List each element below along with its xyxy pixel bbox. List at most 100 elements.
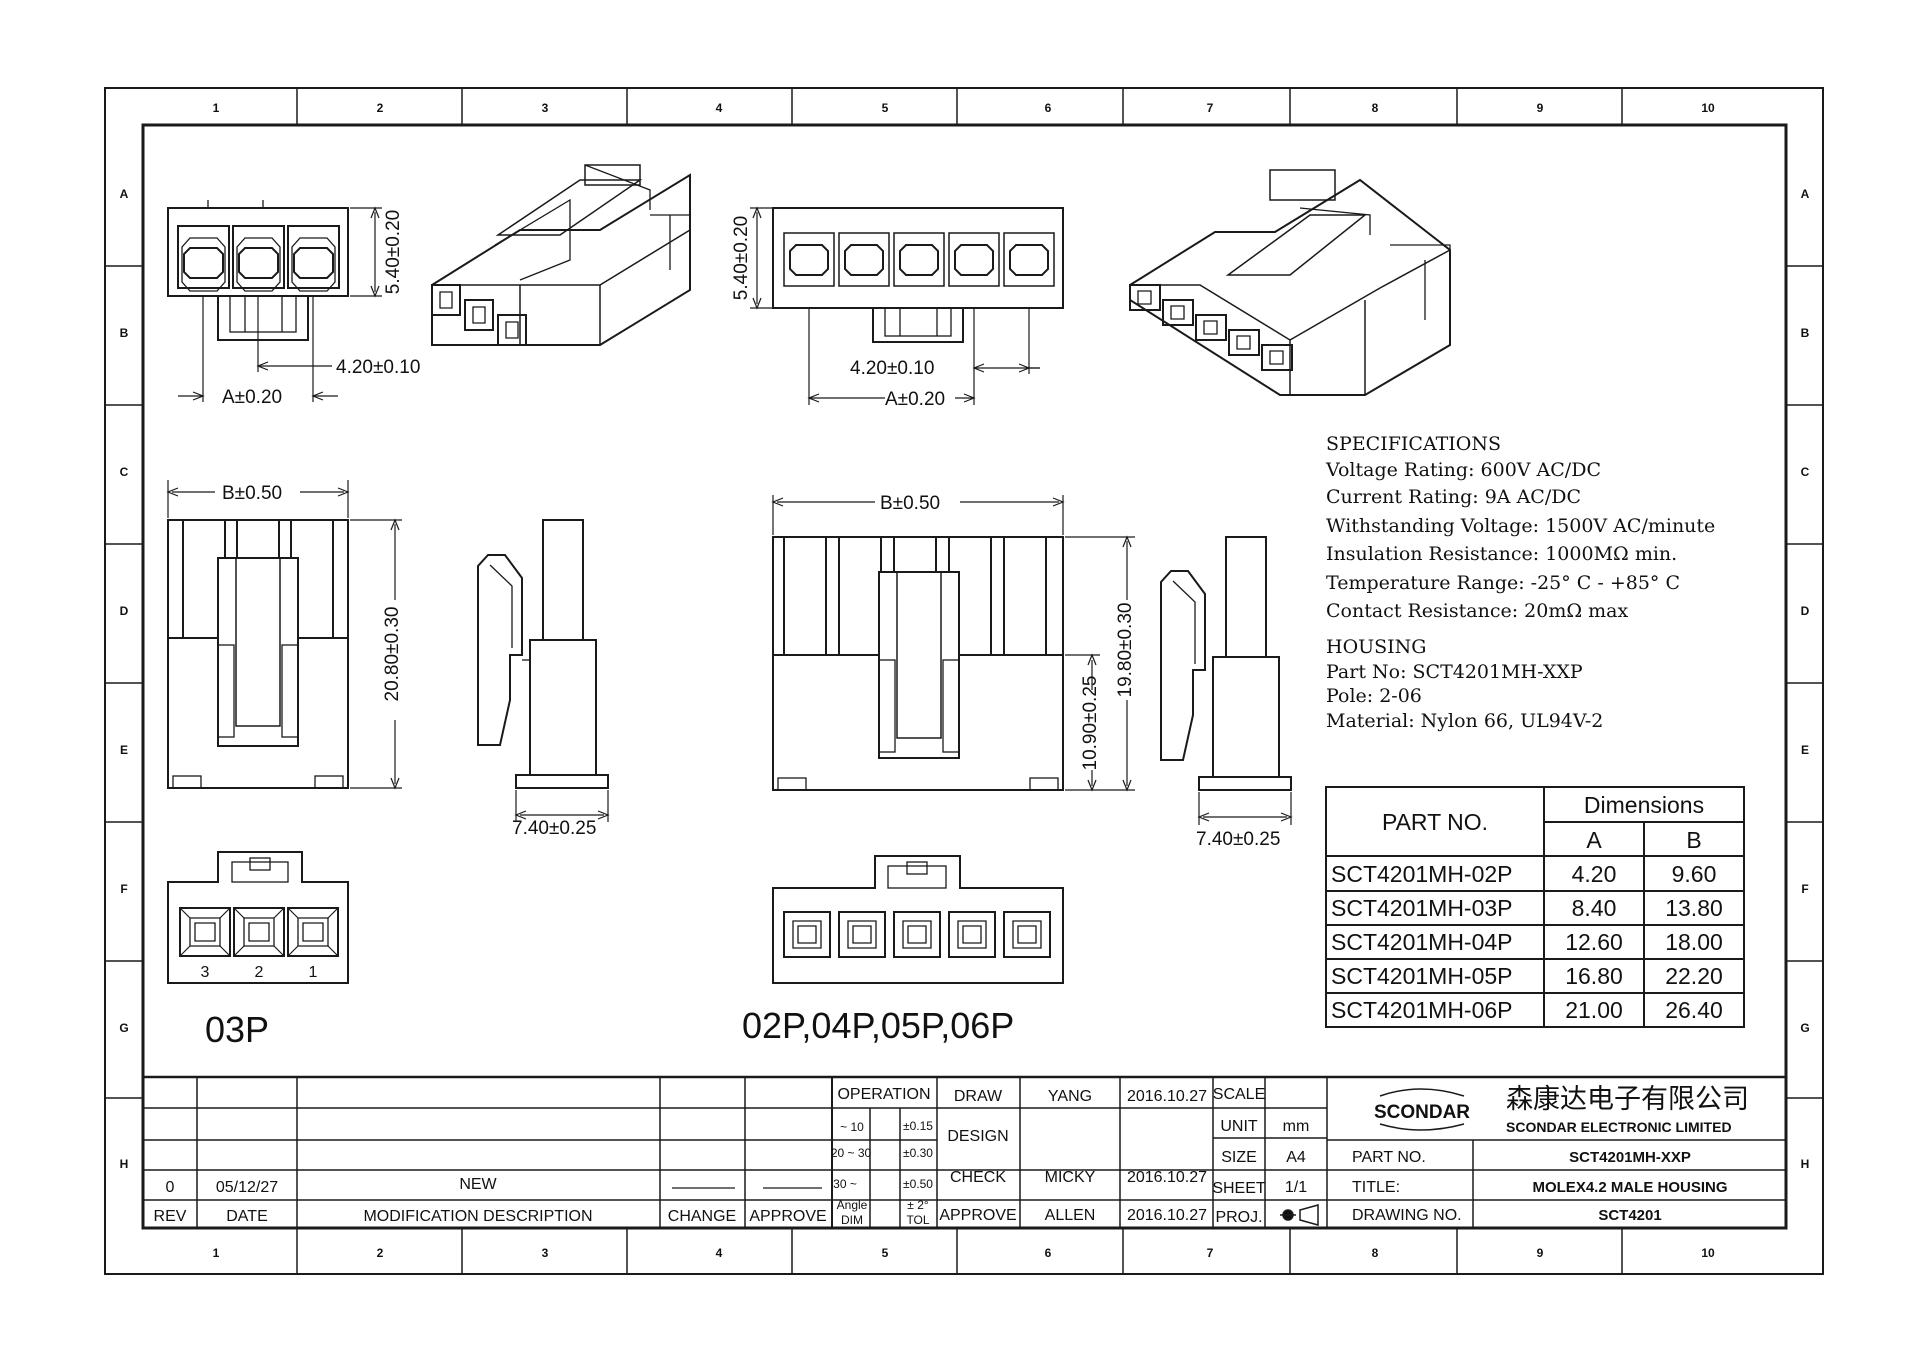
view-label-other-poles: 02P,04P,05P,06P <box>742 1005 1014 1046</box>
signoff-check-name: MICKY <box>1045 1169 1096 1186</box>
outer-border <box>104 87 1824 1275</box>
zone-row-right: B <box>1801 326 1810 340</box>
tol-angle-value: ± 2° <box>907 1198 929 1212</box>
sheet-size-label: SIZE <box>1221 1149 1257 1166</box>
zone-row-right: H <box>1801 1157 1810 1171</box>
zone-col-bottom: 7 <box>1207 1246 1214 1260</box>
table-cell-part: SCT4201MH-05P <box>1331 963 1513 989</box>
iso-view-03p <box>431 164 691 346</box>
table-row: SCT4201MH-02P 4.20 9.60 <box>1331 861 1716 887</box>
table-cell-part: SCT4201MH-06P <box>1331 997 1513 1023</box>
zone-col-bottom: 1 <box>213 1246 220 1260</box>
zone-col-top: 5 <box>882 101 889 115</box>
tb-drawing-no-value: SCT4201 <box>1598 1207 1661 1224</box>
table-cell-part: SCT4201MH-04P <box>1331 929 1513 955</box>
pin-number-1: 1 <box>309 964 318 981</box>
pin-numbers-03p: 3 2 1 <box>201 964 318 981</box>
spec-withstanding: Withstanding Voltage: 1500V AC/minute <box>1326 515 1715 537</box>
tol-value-2: ±0.30 <box>903 1146 933 1160</box>
tol-range-3: 30 ~ <box>833 1177 857 1191</box>
tol-dim: DIM <box>841 1213 863 1227</box>
zone-col-bottom: 5 <box>882 1246 889 1260</box>
spec-contact: Contact Resistance: 20mΩ max <box>1326 600 1628 622</box>
spec-title: SPECIFICATIONS <box>1326 433 1501 455</box>
spec-voltage: Voltage Rating: 600V AC/DC <box>1325 459 1601 481</box>
signoff-design: DESIGN <box>947 1128 1008 1145</box>
signoff-draw-date: 2016.10.27 <box>1127 1088 1207 1105</box>
zone-col-bottom: 3 <box>542 1246 549 1260</box>
rev-value: 0 <box>166 1179 175 1196</box>
zone-row-left: A <box>120 187 129 201</box>
title-block-grid <box>143 1075 1786 1228</box>
dim-lines-06p-side <box>1197 792 1293 825</box>
sheet-sheet-value: 1/1 <box>1285 1179 1307 1196</box>
dim-pitch-420-left: 4.20±0.10 <box>336 357 420 378</box>
tol-range-1: ~ 10 <box>840 1120 864 1134</box>
zone-row-left: B <box>120 326 129 340</box>
zone-column-labels: 1 2 3 4 5 6 7 8 9 10 1 2 3 4 5 6 7 8 9 1… <box>213 101 1715 1260</box>
dim-pitch-420-right: 4.20±0.10 <box>850 358 934 379</box>
zone-col-bottom: 6 <box>1045 1246 1052 1260</box>
zone-row-left: G <box>119 1021 128 1035</box>
dim-lines-06p-top <box>750 206 1040 405</box>
zone-col-bottom: 10 <box>1701 1246 1715 1260</box>
zone-row-left: E <box>120 743 128 757</box>
zone-row-labels: A B C D E F G H A B C D E F G H <box>119 187 1809 1171</box>
zone-col-top: 2 <box>377 101 384 115</box>
zone-row-right: G <box>1800 1021 1809 1035</box>
zone-col-top: 1 <box>213 101 220 115</box>
table-cell-a: 8.40 <box>1572 895 1617 921</box>
table-cell-b: 13.80 <box>1665 895 1723 921</box>
zone-col-top: 10 <box>1701 101 1715 115</box>
signoff-check: CHECK <box>950 1169 1006 1186</box>
zone-row-left: H <box>120 1157 129 1171</box>
zone-row-right: E <box>1801 743 1809 757</box>
table-header-b: B <box>1686 827 1701 853</box>
spec-insulation: Insulation Resistance: 1000MΩ min. <box>1326 543 1677 565</box>
spec-temperature: Temperature Range: -25° C - +85° C <box>1326 572 1680 594</box>
table-row: SCT4201MH-04P 12.60 18.00 <box>1331 929 1723 955</box>
pin-number-3: 3 <box>201 964 210 981</box>
side-view-06p <box>1160 536 1292 791</box>
dim-b-left: B±0.50 <box>222 483 282 504</box>
dim-lines-03p-top <box>178 206 382 402</box>
dim-a-left: A±0.20 <box>222 387 282 408</box>
dim-width-740-left: 7.40±0.25 <box>512 818 596 839</box>
tol-tol: TOL <box>906 1213 929 1227</box>
table-cell-part: SCT4201MH-02P <box>1331 861 1513 887</box>
table-cell-b: 18.00 <box>1665 929 1723 955</box>
zone-col-top: 3 <box>542 101 549 115</box>
date-label: DATE <box>226 1208 267 1225</box>
dim-lines-03p-side <box>514 790 610 822</box>
sheet-size-value: A4 <box>1286 1149 1306 1166</box>
company-name-en: SCONDAR ELECTRONIC LIMITED <box>1506 1119 1732 1135</box>
zone-col-top: 7 <box>1207 101 1214 115</box>
dim-lines-06p-elev <box>771 495 1135 792</box>
desc-value: NEW <box>459 1176 497 1193</box>
tol-value-3: ±0.50 <box>903 1177 933 1191</box>
approve-label: APPROVE <box>749 1208 826 1225</box>
side-view-03p <box>477 519 609 789</box>
table-cell-a: 12.60 <box>1565 929 1623 955</box>
view-label-03p: 03P <box>205 1009 269 1050</box>
projection-symbol-icon <box>1280 1204 1319 1226</box>
zone-row-right: A <box>1801 187 1810 201</box>
dim-height-1090: 10.90±0.25 <box>1080 676 1101 771</box>
tb-drawing-no-label: DRAWING NO. <box>1352 1207 1462 1224</box>
dim-height-540-left: 5.40±0.20 <box>383 210 404 294</box>
tol-operation: OPERATION <box>837 1086 930 1103</box>
sheet-unit-value: mm <box>1283 1118 1310 1135</box>
table-cell-a: 21.00 <box>1565 997 1623 1023</box>
tol-range-2: 20 ~ 30 <box>831 1146 872 1160</box>
tb-part-no-label: PART NO. <box>1352 1149 1426 1166</box>
zone-ticks <box>105 88 1823 1274</box>
end-view-06p <box>772 855 1064 984</box>
front-view-06p <box>772 207 1064 343</box>
zone-col-bottom: 9 <box>1537 1246 1544 1260</box>
dim-lines-03p-elev <box>166 480 402 790</box>
table-cell-b: 22.20 <box>1665 963 1723 989</box>
iso-view-06p <box>1129 169 1451 396</box>
signoff-approve: APPROVE <box>939 1207 1016 1224</box>
dimension-table: PART NO. Dimensions A B SCT4201MH-02P 4.… <box>1325 786 1745 1028</box>
table-row: SCT4201MH-06P 21.00 26.40 <box>1331 997 1723 1023</box>
